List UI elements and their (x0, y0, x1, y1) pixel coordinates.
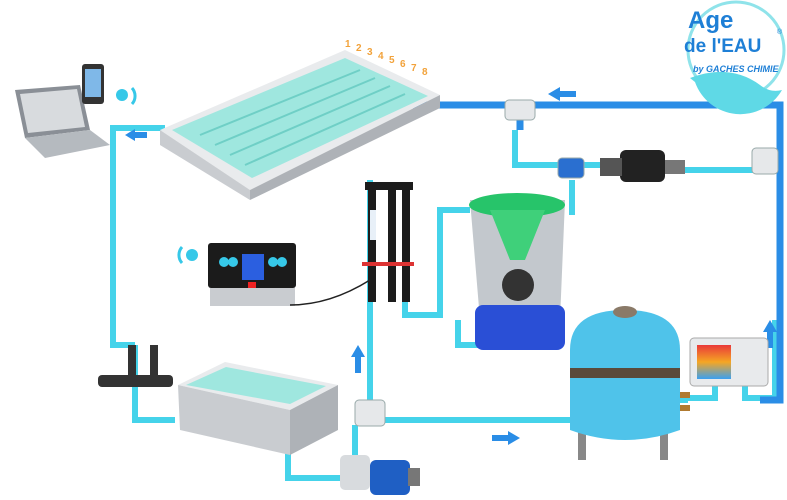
arrow-right-icon (492, 431, 520, 445)
controller-display (242, 254, 264, 280)
flow-arrows (125, 87, 777, 445)
jet-label: 2 (356, 43, 362, 54)
arrow-up-icon (763, 320, 777, 348)
smartphone-icon (82, 64, 104, 104)
circulation-pump-bottom (340, 455, 420, 495)
jet-label: 7 (411, 63, 417, 74)
logo-text: de l'EAU (684, 36, 761, 57)
electrolysis-cell (98, 345, 173, 387)
wireless-signal-icon (177, 246, 198, 264)
jet-label: 5 (389, 55, 395, 66)
jet-label: 1 (345, 39, 351, 50)
dosing-injection-panel (362, 182, 414, 302)
pool-jets: 1 2 3 4 5 6 7 8 (345, 39, 428, 78)
laptop-icon (15, 85, 110, 158)
buffer-tank (178, 362, 338, 455)
logo-text: by GACHES CHIMIE (693, 64, 780, 74)
jet-label: 4 (378, 51, 384, 62)
jet-label: 3 (367, 47, 373, 58)
sand-filter (570, 306, 690, 460)
arrow-up-icon (351, 345, 365, 373)
arrow-left-icon (125, 129, 147, 141)
pool-controller-unit (208, 243, 371, 306)
jet-label: 8 (422, 67, 428, 78)
logo-text: Age (688, 7, 733, 34)
age-de-leau-logo: Age de l'EAU ® by GACHES CHIMIE (684, 0, 786, 115)
arrow-left-icon (548, 87, 576, 101)
wireless-signal-icon (116, 87, 137, 105)
chlorinator-tank (469, 193, 565, 350)
circulation-pump-top (600, 150, 685, 182)
valve-tee (354, 99, 779, 427)
heat-pump (689, 337, 769, 387)
jet-label: 6 (400, 59, 406, 70)
swimming-pool (160, 50, 440, 200)
logo-text: ® (777, 28, 783, 36)
